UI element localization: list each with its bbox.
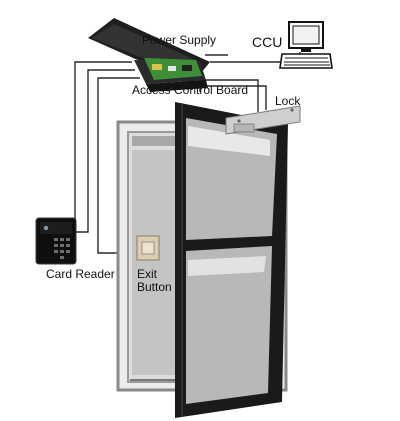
lock <box>225 105 301 135</box>
ccu-computer <box>279 21 333 69</box>
exit-button-label-line2: Button <box>137 280 172 294</box>
wire-lock-2 <box>199 85 267 110</box>
ccu-label: CCU <box>252 34 283 50</box>
exit-button <box>136 235 160 261</box>
door <box>175 102 288 418</box>
lock-label: Lock <box>275 94 301 108</box>
exit-button-label-line1: Exit <box>137 267 158 281</box>
card-reader-label: Card Reader <box>46 267 115 281</box>
power-supply <box>88 18 210 92</box>
wire-reader-2 <box>74 69 135 233</box>
card-reader <box>35 217 77 265</box>
access-control-board-label: Access Control Board <box>132 83 249 97</box>
power-supply-label: Power Supply <box>142 33 217 47</box>
